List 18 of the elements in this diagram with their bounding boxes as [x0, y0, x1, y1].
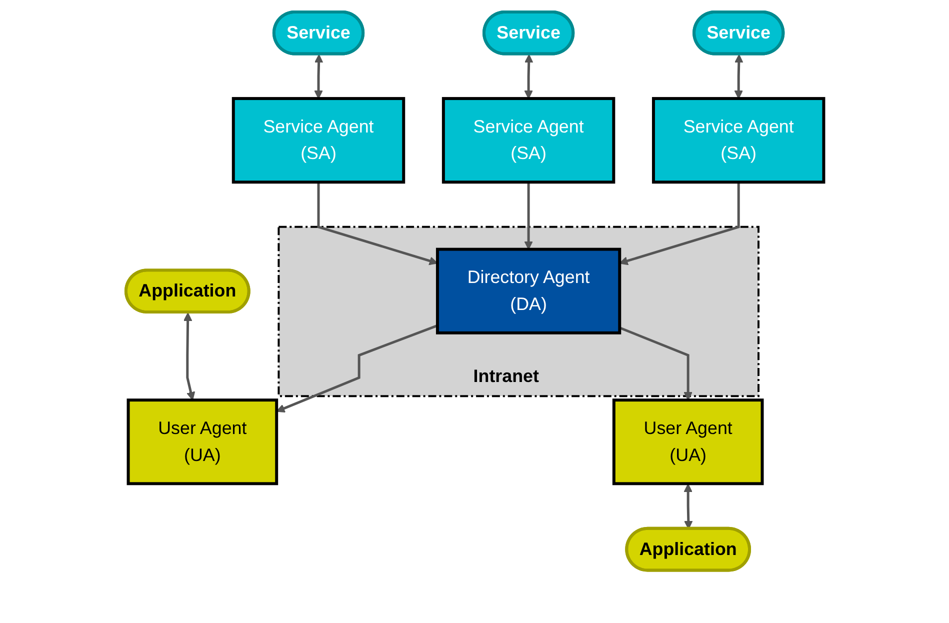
arrow — [276, 324, 438, 413]
node-box — [442, 97, 615, 184]
arrow — [618, 326, 692, 400]
arrow — [734, 54, 743, 99]
arrow — [524, 54, 533, 99]
node-box — [436, 248, 621, 334]
arrow — [316, 182, 438, 266]
arrow — [524, 182, 533, 250]
arrow — [683, 484, 692, 530]
arrow — [314, 54, 323, 99]
node-box — [126, 398, 278, 486]
node-box — [612, 398, 764, 486]
node-box — [232, 97, 405, 184]
arrow — [183, 312, 195, 400]
node-box — [652, 97, 825, 184]
arrow — [618, 182, 740, 266]
cluster — [277, 226, 760, 398]
diagram: Intranet Service Application Service Agent (SA) Service User Agent (UA) Service Agent (SA) Directory Agent (DA) Service Agent (SA) User Agent (UA) Service Application — [118, 4, 832, 619]
